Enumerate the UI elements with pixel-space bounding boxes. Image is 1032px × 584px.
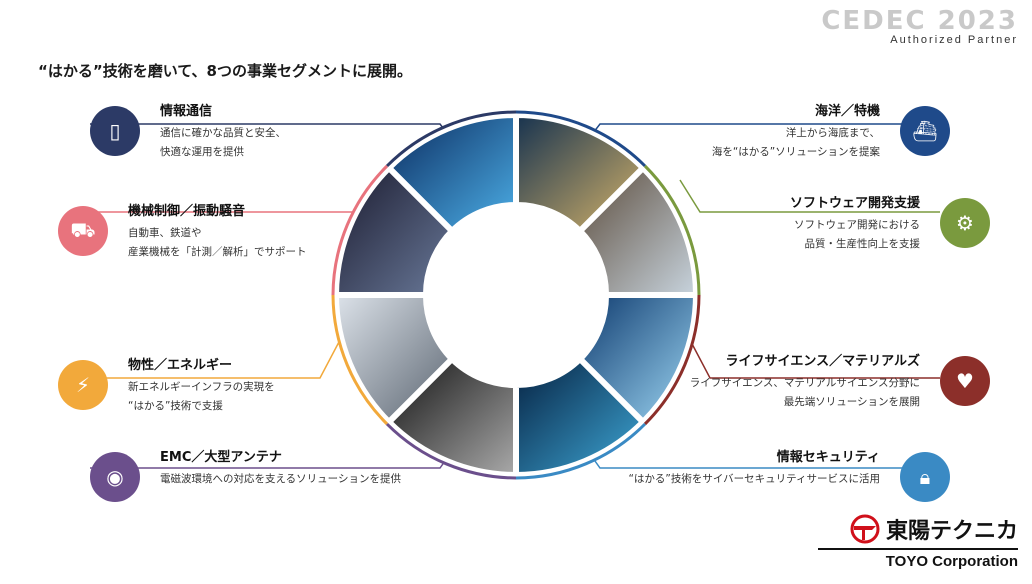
ship-icon: ⛴ bbox=[900, 106, 950, 156]
accent-software bbox=[643, 164, 701, 296]
partner-logo: CEDEC 2023 Authorized Partner bbox=[818, 6, 1018, 46]
segment-energy: ⚡ 物性／エネルギー 新エネルギーインフラの実現を “はかる”技術で支援 bbox=[58, 354, 328, 424]
connector-life bbox=[689, 339, 940, 379]
segment-title: 情報セキュリティ bbox=[776, 450, 880, 465]
segment-title: 情報通信 bbox=[160, 104, 213, 119]
segment-desc: ソフトウェア開発における 品質・生産性向上を支援 bbox=[794, 219, 920, 250]
person-heart-icon: ♥ bbox=[940, 356, 990, 406]
brand-rule bbox=[818, 548, 1018, 550]
lock-icon: 🔒︎ bbox=[900, 452, 950, 502]
accent-ocean bbox=[515, 110, 647, 168]
accent-energy bbox=[331, 294, 389, 426]
segment-desc: “はかる”技術をサイバーセキュリティサービスに活用 bbox=[628, 473, 880, 485]
segment-desc: ライフサイエンス、マテリアルサイエンス分野に 最先端ソリューションを展開 bbox=[689, 377, 920, 408]
battery-icon: ⚡ bbox=[58, 360, 108, 410]
accent-life bbox=[643, 294, 701, 426]
segment-desc: 電磁波環境への対応を支えるソリューションを提供 bbox=[160, 473, 401, 485]
accent-machine bbox=[331, 164, 389, 296]
segment-desc: 洋上から海底まで、 海を“はかる”ソリューションを提案 bbox=[711, 127, 880, 158]
car-icon: ⛟ bbox=[58, 206, 108, 256]
segment-title: ライフサイエンス／マテリアルズ bbox=[725, 354, 920, 369]
partner-logo-mark: CEDEC 2023 bbox=[821, 6, 1018, 36]
connector-software bbox=[679, 179, 940, 213]
segment-desc: 新エネルギーインフラの実現を “はかる”技術で支援 bbox=[128, 381, 275, 412]
segment-security: 🔒︎ 情報セキュリティ “はかる”技術をサイバーセキュリティサービスに活用 bbox=[600, 446, 950, 506]
accent-security bbox=[515, 422, 647, 480]
segment-desc: 通信に確かな品質と安全、 快適な運用を提供 bbox=[160, 127, 286, 158]
antenna-icon: ◉ bbox=[90, 452, 140, 502]
segment-software: ⚙ ソフトウェア開発支援 ソフトウェア開発における 品質・生産性向上を支援 bbox=[700, 192, 990, 262]
accent-info-comm bbox=[385, 110, 517, 168]
segment-ocean: ⛴ 海洋／特機 洋上から海底まで、 海を“はかる”ソリューションを提案 bbox=[690, 100, 950, 170]
segment-machine: ⛟ 機械制御／振動騒音 自動車、鉄道や 産業機械を「計測／解析」でサポート bbox=[58, 200, 348, 270]
company-name-en: TOYO Corporation bbox=[885, 553, 1018, 570]
ring-slices bbox=[332, 111, 700, 479]
segment-title: EMC／大型アンテナ bbox=[160, 450, 282, 465]
company-logo: 東陽テクニカ TOYO Corporation bbox=[818, 513, 1018, 570]
connector-energy bbox=[90, 339, 341, 379]
page-headline: “はかる”技術を磨いて、8つの事業セグメントに展開。 bbox=[38, 62, 412, 80]
gear-monitor-icon: ⚙ bbox=[940, 198, 990, 248]
segment-title: 物性／エネルギー bbox=[128, 358, 233, 373]
accent-emc bbox=[385, 422, 517, 480]
segment-life: ♥ ライフサイエンス／マテリアルズ ライフサイエンス、マテリアルサイエンス分野に… bbox=[690, 350, 990, 420]
segment-title: ソフトウェア開発支援 bbox=[789, 196, 920, 211]
segment-desc: 自動車、鉄道や 産業機械を「計測／解析」でサポート bbox=[128, 227, 307, 258]
segment-info-comm: ▯ 情報通信 通信に確かな品質と安全、 快適な運用を提供 bbox=[90, 100, 350, 170]
segment-title: 機械制御／振動騒音 bbox=[128, 204, 246, 219]
partner-logo-label: Authorized Partner bbox=[890, 34, 1018, 46]
segment-emc: ◉ EMC／大型アンテナ 電磁波環境への対応を支えるソリューションを提供 bbox=[90, 446, 410, 506]
toyo-emblem-icon bbox=[850, 514, 880, 544]
phone-icon: ▯ bbox=[90, 106, 140, 156]
company-name-jp: 東陽テクニカ bbox=[885, 519, 1018, 544]
slice-security bbox=[513, 354, 648, 479]
segment-title: 海洋／特機 bbox=[814, 104, 880, 119]
